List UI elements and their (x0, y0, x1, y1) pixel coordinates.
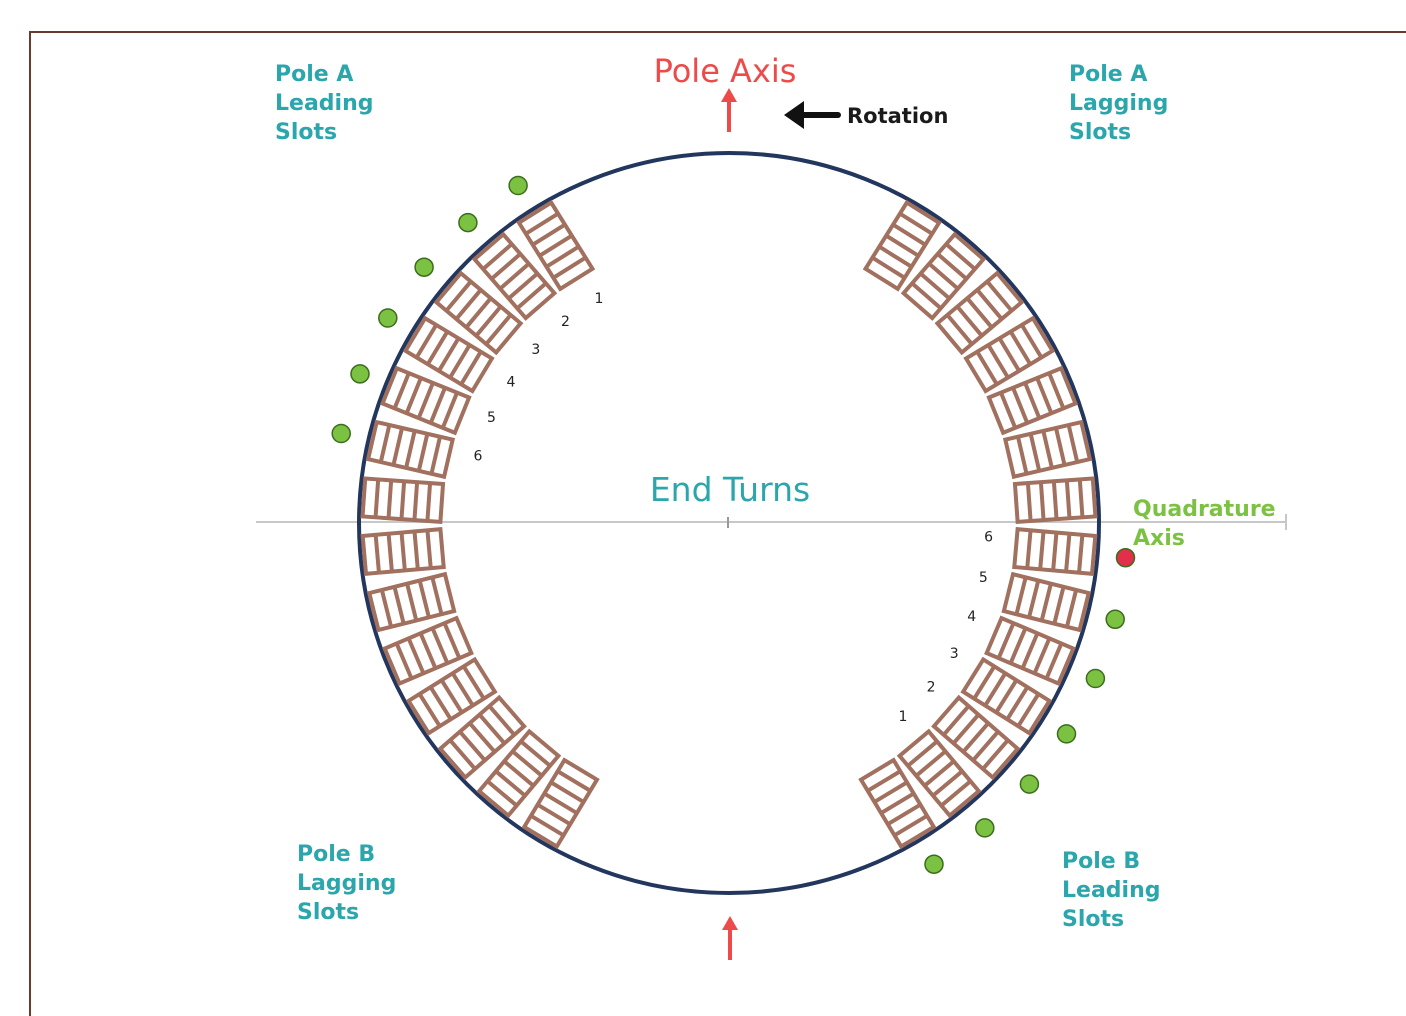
winding-slot-right-14 (858, 757, 937, 850)
slot-number-left-1: 1 (595, 291, 604, 307)
svg-text:Slots: Slots (1062, 907, 1124, 932)
pole-a-leading-marker-3 (414, 257, 434, 277)
svg-text:Pole A: Pole A (275, 62, 353, 87)
winding-slot-left-9 (366, 571, 457, 633)
winding-slot-right-3 (934, 270, 1025, 356)
winding-slot-left-1 (516, 199, 596, 292)
winding-slot-left-5 (379, 365, 472, 436)
winding-slot-left-7 (360, 476, 446, 525)
pole-b-leading-marker-2 (975, 818, 995, 838)
quadrature-marker (1115, 547, 1136, 568)
pole-axis-arrow-bottom (722, 916, 738, 960)
winding-slot-left-2 (471, 231, 558, 321)
winding-slot-right-8 (1012, 527, 1098, 576)
pole-b-leading-marker-5 (1085, 668, 1106, 689)
svg-text:Pole B: Pole B (1062, 849, 1140, 874)
slot-number-left-4: 4 (506, 374, 515, 390)
diagram-frame (29, 31, 1406, 1016)
svg-text:Slots: Slots (297, 900, 359, 925)
winding-slot-right-9 (1001, 571, 1092, 633)
svg-text:Leading: Leading (1062, 878, 1160, 903)
slot-number-right-1: 1 (899, 709, 908, 725)
slot-number-right-5: 5 (979, 570, 988, 586)
winding-slot-left-11 (405, 656, 498, 736)
slot-number-right-6: 6 (984, 530, 993, 546)
pole-b-leading-marker-6 (1105, 609, 1125, 630)
pole-a-leading-marker-5 (350, 364, 370, 384)
winding-slot-left-14 (521, 757, 600, 850)
quadrature-axis-label: Quadrature Axis (1133, 497, 1276, 551)
winding-slot-left-6 (365, 419, 456, 480)
rotation-label: Rotation (847, 104, 948, 128)
pole-b-leading-marker-3 (1019, 774, 1040, 794)
winding-slot-left-10 (382, 615, 474, 687)
pole-axis-arrow-top (721, 88, 737, 132)
pole-b-leading-label: Pole B Leading Slots (1062, 849, 1160, 932)
winding-slot-right-7 (1012, 476, 1098, 525)
svg-text:Pole A: Pole A (1069, 62, 1147, 87)
rotor-circle (357, 151, 1101, 895)
pole-a-leading-marker-1 (508, 175, 528, 196)
slot-number-right-3: 3 (950, 646, 959, 662)
winding-slot-left-3 (433, 270, 524, 356)
svg-text:Quadrature: Quadrature (1133, 497, 1276, 522)
pole-b-leading-marker-1 (924, 854, 944, 874)
svg-text:Slots: Slots (1069, 120, 1131, 145)
svg-text:Axis: Axis (1133, 526, 1185, 551)
end-turns-label: End Turns (650, 470, 810, 509)
rotation-arrow-icon (784, 101, 841, 129)
slot-markers (331, 175, 1136, 874)
pole-a-leading-label: Pole A Leading Slots (275, 62, 373, 145)
svg-text:Leading: Leading (275, 91, 373, 116)
winding-slot-left-12 (437, 694, 527, 781)
pole-a-lagging-label: Pole A Lagging Slots (1069, 62, 1168, 145)
winding-slot-right-2 (900, 231, 987, 321)
winding-slot-left-8 (360, 527, 446, 576)
winding-slot-right-1 (862, 199, 942, 292)
slot-number-left-2: 2 (561, 314, 570, 330)
winding-slot-right-12 (931, 694, 1021, 781)
pole-a-leading-marker-2 (458, 212, 478, 233)
winding-slot-right-4 (963, 315, 1056, 394)
winding-slot-right-5 (986, 365, 1079, 436)
slot-number-left-6: 6 (473, 449, 482, 465)
pole-b-leading-marker-4 (1056, 724, 1077, 744)
slot-number-left-3: 3 (531, 342, 540, 358)
pole-a-leading-marker-6 (331, 423, 351, 444)
svg-text:Lagging: Lagging (1069, 91, 1168, 116)
winding-slot-left-13 (476, 728, 562, 819)
winding-slot-right-6 (1002, 419, 1093, 480)
winding-slot-right-11 (960, 656, 1053, 736)
pole-a-leading-marker-4 (378, 308, 398, 328)
winding-slot-left-4 (402, 315, 495, 394)
pole-axis-label: Pole Axis (654, 52, 797, 90)
svg-text:Lagging: Lagging (297, 871, 396, 896)
slot-number-left-5: 5 (487, 410, 496, 426)
svg-text:Slots: Slots (275, 120, 337, 145)
slot-number-right-4: 4 (967, 609, 976, 625)
svg-text:Pole B: Pole B (297, 842, 375, 867)
slot-number-right-2: 2 (927, 680, 936, 696)
winding-slots (360, 199, 1098, 850)
winding-slot-right-10 (984, 615, 1076, 687)
pole-b-lagging-label: Pole B Lagging Slots (297, 842, 396, 925)
winding-slot-right-13 (896, 728, 982, 819)
